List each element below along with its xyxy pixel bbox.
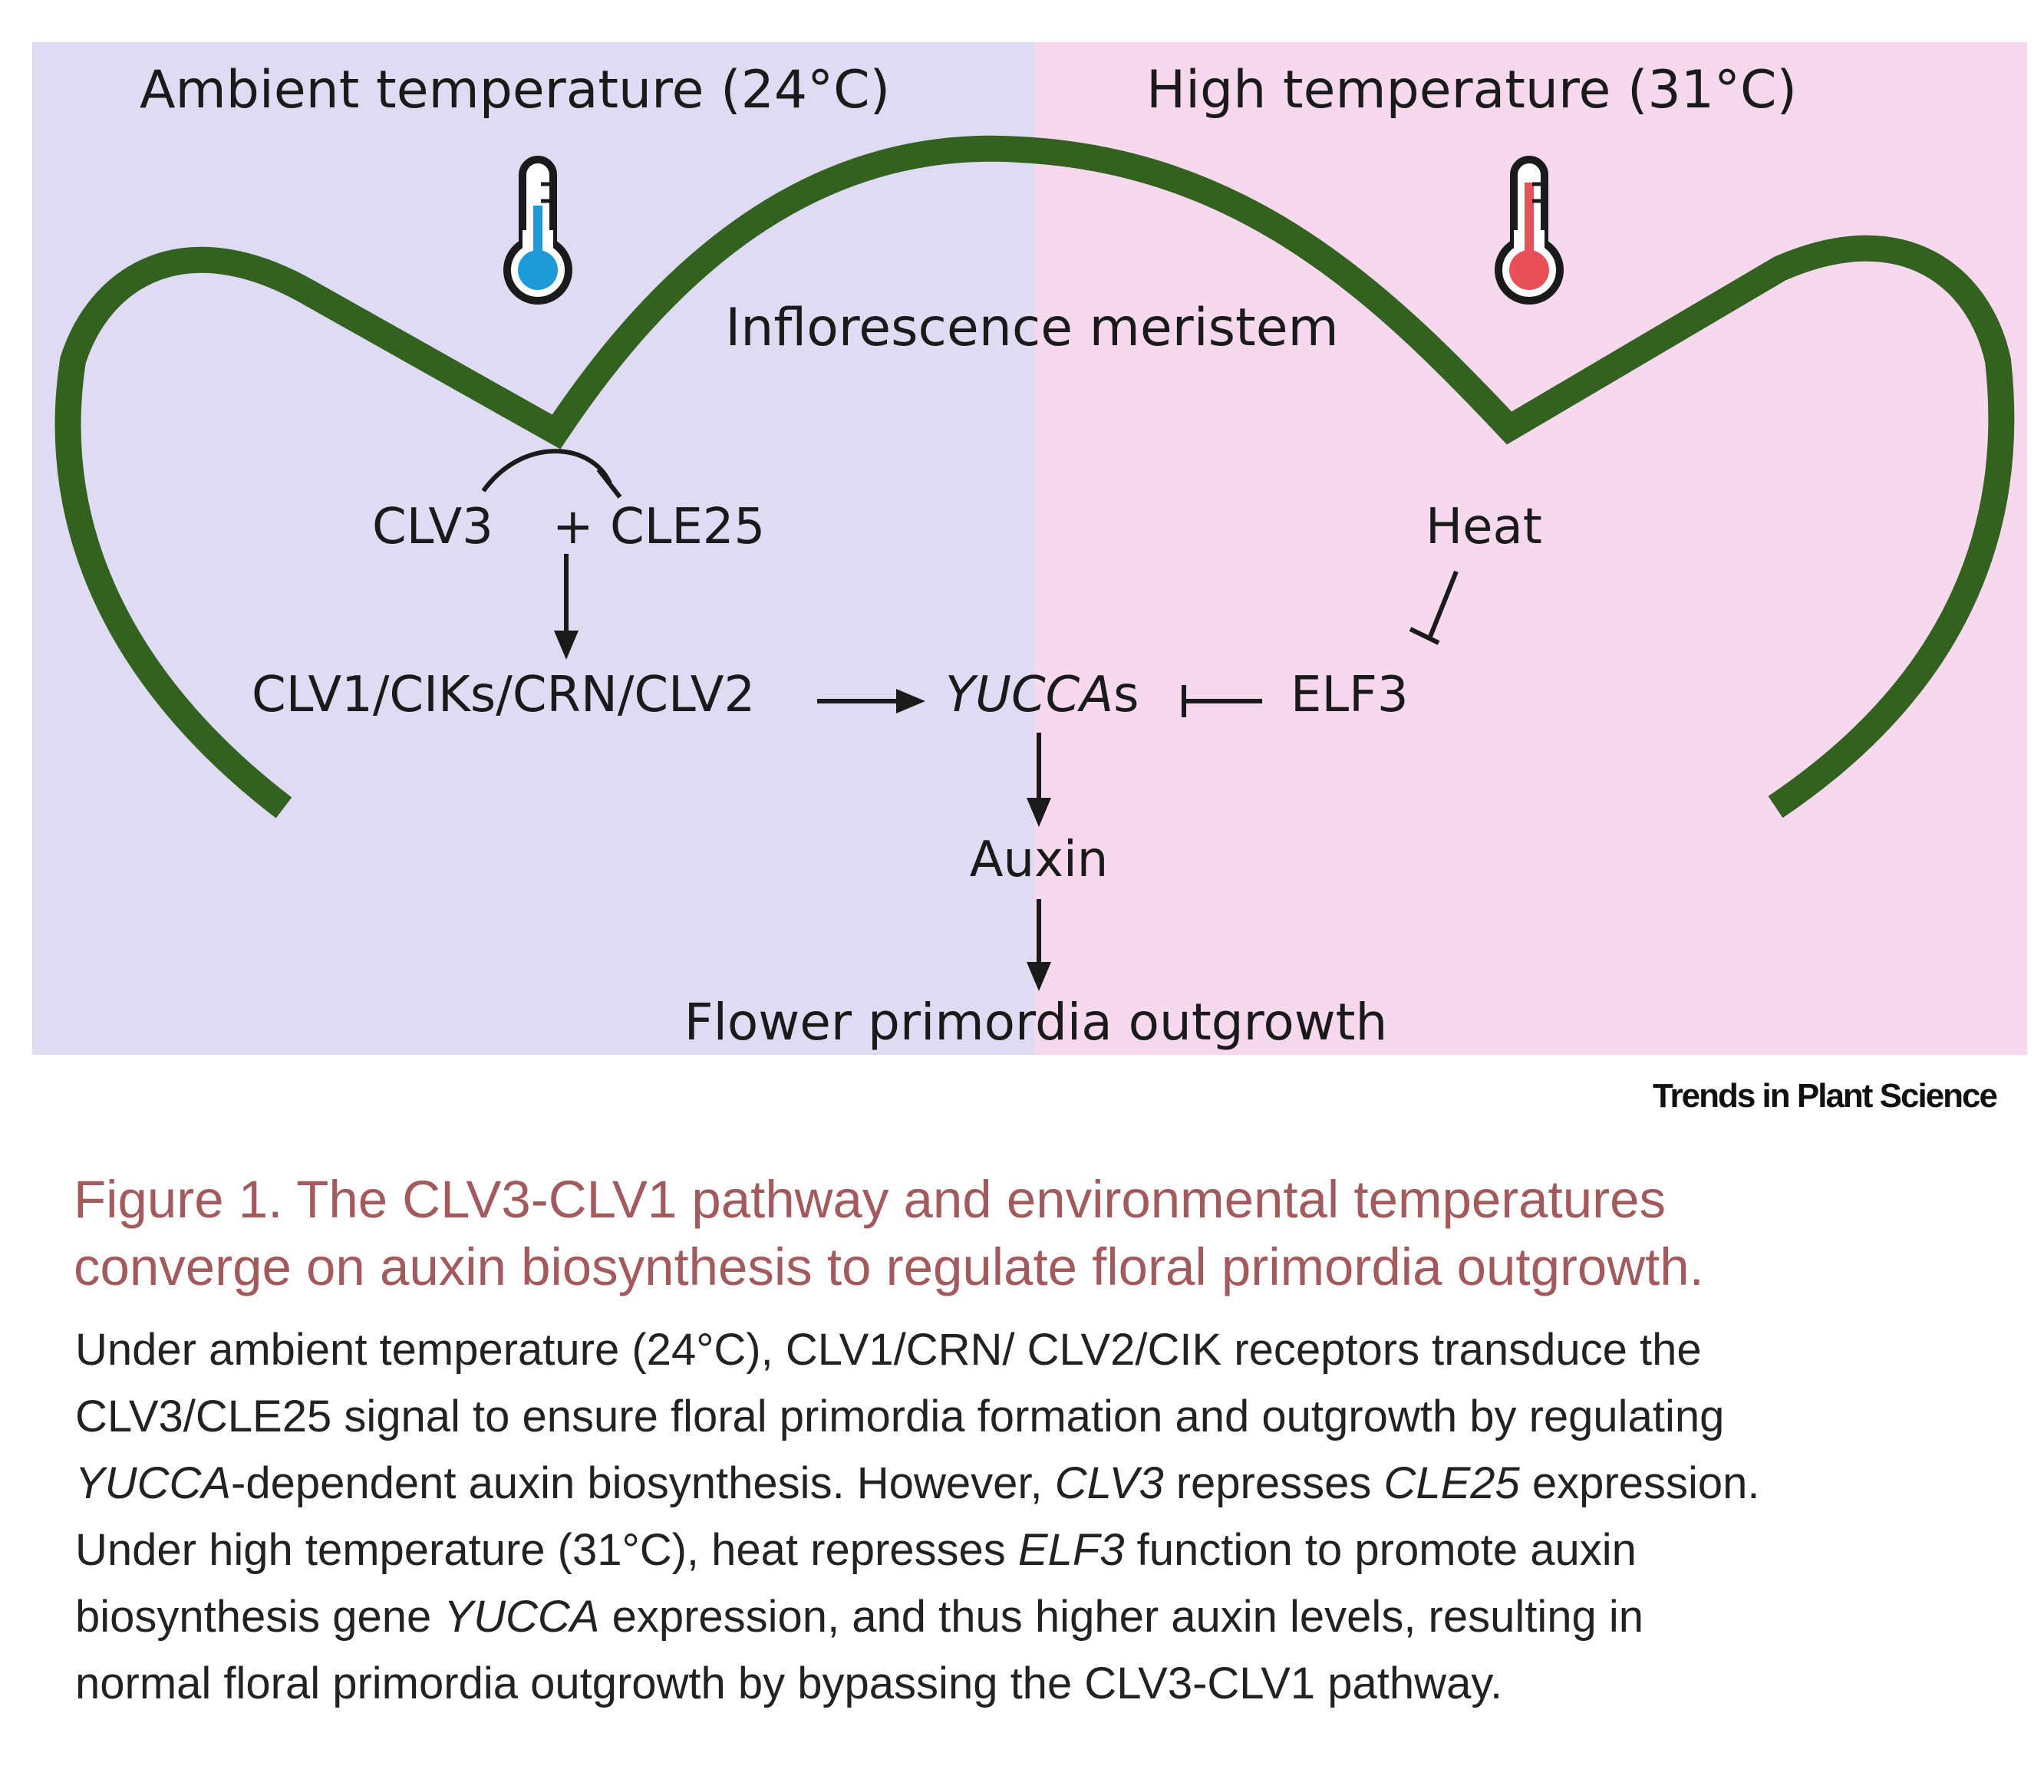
- flower-primordia-outgrowth-label: Flower primordia outgrowth: [684, 993, 1388, 1052]
- caption-line-1: Under ambient temperature (24°C), CLV1/C…: [75, 1325, 1702, 1375]
- ambient-temperature-label: Ambient temperature (24°C): [140, 60, 890, 120]
- arrowhead-ligand-to-receptors: [554, 631, 579, 660]
- arrowhead-auxin-to-outgrowth: [1027, 962, 1051, 991]
- heat-inhibits-elf3-line: [1428, 570, 1459, 638]
- caption-line-5: biosynthesis gene YUCCA expression, and …: [75, 1592, 1644, 1642]
- caption-title-line-1: Figure 1. The CLV3-CLV1 pathway and envi…: [74, 1170, 1666, 1229]
- receptors-label: CLV1/CIKs/CRN/CLV2: [252, 667, 755, 723]
- caption-title-line-2: converge on auxin biosynthesis to regula…: [74, 1237, 1704, 1296]
- high-temperature-label: High temperature (31°C): [1146, 60, 1797, 120]
- inflorescence-meristem-label: Inflorescence meristem: [725, 298, 1339, 358]
- caption-line-3: YUCCA-dependent auxin biosynthesis. Howe…: [75, 1458, 1760, 1508]
- clv3-label: CLV3: [372, 499, 493, 555]
- yucca-label: YUCCAs: [945, 667, 1139, 723]
- thermometer-cold-icon: [503, 156, 572, 305]
- elf3-label: ELF3: [1291, 667, 1409, 723]
- figure-caption-title: Figure 1. The CLV3-CLV1 pathway and envi…: [74, 1166, 1976, 1301]
- plus-sign: +: [552, 499, 594, 555]
- journal-brand: Trends in Plant Science: [1653, 1077, 1998, 1115]
- thermometer-hot-icon: [1495, 156, 1564, 305]
- cle25-inhibition-bar: [596, 468, 622, 499]
- caption-line-4: Under high temperature (31°C), heat repr…: [75, 1525, 1637, 1575]
- auxin-label: Auxin: [970, 832, 1109, 888]
- cle25-label: CLE25: [610, 499, 765, 555]
- arrowhead-yucca-to-auxin: [1027, 798, 1051, 827]
- caption-line-6: normal floral primordia outgrowth by byp…: [75, 1659, 1503, 1708]
- arrowhead-receptors-to-yucca: [896, 689, 925, 713]
- pathway-diagram: Ambient temperature (24°C) High temperat…: [32, 42, 2027, 1055]
- caption-line-2: CLV3/CLE25 signal to ensure floral primo…: [75, 1392, 1725, 1441]
- heat-label: Heat: [1426, 499, 1542, 555]
- elf3-inhibition-bar: [1409, 627, 1440, 645]
- figure-caption-body: Under ambient temperature (24°C), CLV1/C…: [75, 1316, 1993, 1717]
- inflorescence-meristem-outline: [54, 135, 2015, 819]
